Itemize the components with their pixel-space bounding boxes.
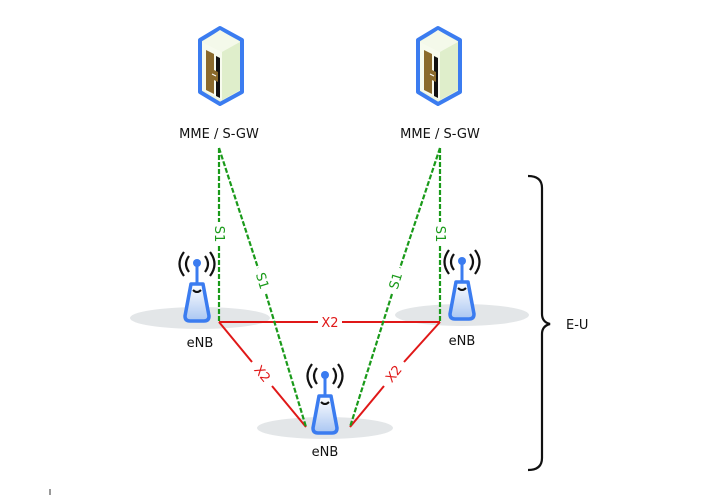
- s1-link-left-diagonal: [217, 147, 260, 269]
- e-utran-brace: [527, 174, 551, 472]
- x2-link-left-bottom: [218, 321, 253, 363]
- e-utran-label: E-U: [566, 318, 588, 333]
- x2-label-top: X2: [321, 316, 338, 331]
- antenna-tower-icon: [442, 248, 482, 321]
- x2-link-right-bottom-b: [349, 385, 385, 428]
- antenna-tower-icon: [305, 362, 345, 435]
- mme-sgw-right[interactable]: MME / S-GW: [400, 26, 480, 142]
- enb-left[interactable]: eNB: [177, 250, 217, 351]
- enb-right[interactable]: eNB: [442, 248, 482, 349]
- server-icon: [416, 26, 462, 106]
- s1-label-right-diagonal: S1: [387, 271, 406, 291]
- enb-right-label: eNB: [449, 334, 476, 349]
- mme-sgw-left-label: MME / S-GW: [179, 127, 259, 142]
- enb-left-label: eNB: [187, 336, 214, 351]
- s1-label-right-vertical: S1: [432, 226, 447, 243]
- s1-links: [217, 147, 442, 428]
- s1-link-left-diagonal-b: [264, 293, 308, 428]
- x2-label-right: X2: [383, 363, 405, 386]
- enb-bottom[interactable]: eNB: [305, 362, 345, 460]
- s1-label-left-diagonal: S1: [252, 271, 271, 291]
- mme-sgw-right-label: MME / S-GW: [400, 127, 480, 142]
- s1-link-right-diagonal-b: [348, 293, 394, 428]
- enb-bottom-label: eNB: [312, 445, 339, 460]
- s1-label-left-vertical: S1: [211, 226, 226, 243]
- server-icon: [198, 26, 244, 106]
- x2-links: X2 X2 X2: [218, 316, 441, 428]
- s1-link-right-diagonal: [398, 147, 442, 269]
- x2-link-right-bottom: [403, 321, 441, 363]
- mme-sgw-left[interactable]: MME / S-GW: [179, 26, 259, 142]
- x2-label-left: X2: [250, 363, 272, 386]
- x2-link-left-bottom-b: [271, 385, 307, 428]
- antenna-tower-icon: [177, 250, 217, 323]
